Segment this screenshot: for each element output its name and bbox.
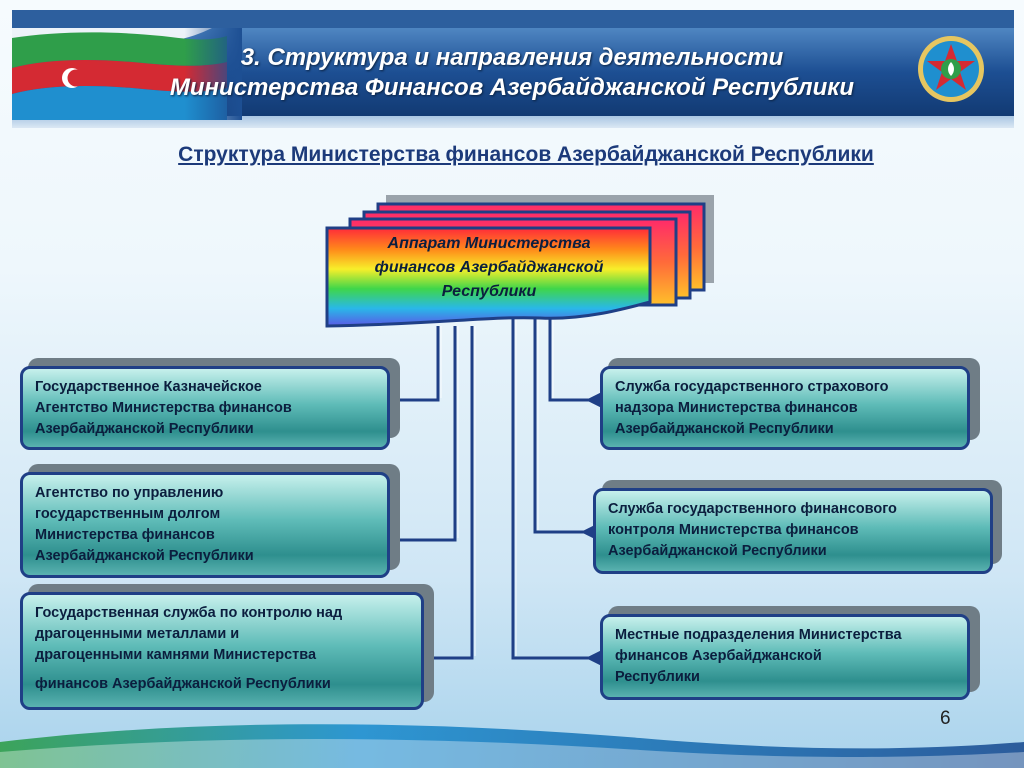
main-unit-line: финансов Азербайджанской [374,259,604,276]
diagram-subtitle: Структура Министерства финансов Азербайд… [178,143,874,166]
connector-left-3 [415,326,474,669]
unit-line: контроля Министерства финансов [608,522,859,538]
unit-line: Агентство Министерства финансов [35,400,292,416]
unit-line: драгоценными металлами и [35,626,240,642]
page-number: 6 [940,708,951,729]
unit-box-public-debt: Агентство по управлению государственным … [20,472,390,578]
unit-line: государственным долгом [35,506,221,522]
ministry-emblem-icon [918,36,984,102]
unit-line: Служба государственного страхового [615,379,889,395]
unit-line: Азербайджанской Республики [608,543,827,559]
unit-line: Служба государственного финансового [608,501,897,517]
connector-right-2 [533,316,602,543]
unit-line: Министерства финансов [35,527,215,543]
unit-line: финансов Азербайджанской Республики [35,676,331,692]
azerbaijan-flag-icon [12,28,242,120]
unit-box-financial-control: Служба государственного финансового конт… [593,488,993,574]
header-title-line2: Министерства Финансов Азербайджанской Ре… [169,74,855,101]
header-title-line1: 3. Структура и направления деятельности [240,44,784,71]
unit-box-treasury: Государственное Казначейское Агентство М… [20,366,390,450]
main-unit-stack [325,195,714,328]
unit-line: финансов Азербайджанской [615,648,822,664]
main-unit-line: Аппарат Министерства [387,235,591,252]
connector-right-1 [548,316,607,411]
connector-left-1 [381,326,440,411]
unit-line: Агентство по управлению [35,485,224,501]
unit-box-insurance-supervision: Служба государственного страхового надзо… [600,366,970,450]
connector-right-3 [511,316,607,669]
unit-line: Государственное Казначейское [35,379,262,395]
unit-line: Местные подразделения Министерства [615,627,902,643]
footer-wave [0,724,1024,768]
unit-line: Государственная служба по контролю над [35,605,343,621]
unit-line: надзора Министерства финансов [615,400,858,416]
main-unit-label: Аппарат Министерства финансов Азербайджа… [330,232,648,304]
unit-line: Азербайджанской Республики [35,548,254,564]
unit-line: Республики [615,669,700,685]
connector-left-2 [381,326,457,551]
unit-line: Азербайджанской Республики [615,421,834,437]
unit-box-precious-metals: Государственная служба по контролю над д… [20,592,424,710]
unit-box-local-divisions: Местные подразделения Министерства финан… [600,614,970,700]
unit-line: Азербайджанской Республики [35,421,254,437]
unit-line: драгоценными камнями Министерства [35,647,317,663]
main-unit-line: Республики [441,283,537,300]
